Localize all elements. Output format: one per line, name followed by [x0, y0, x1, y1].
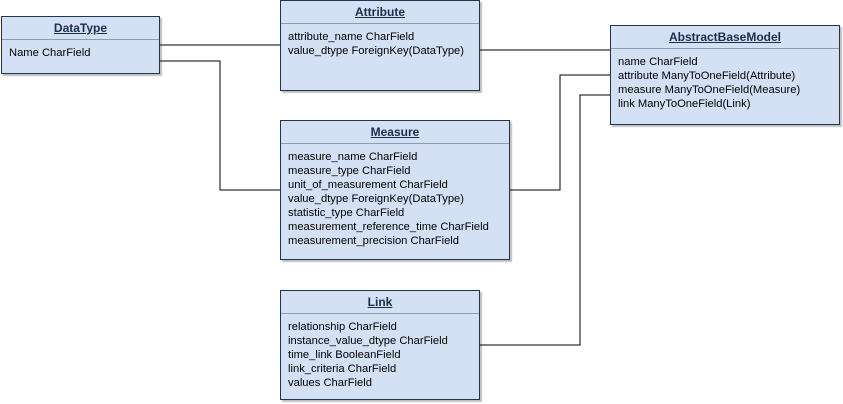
field-row: relationship CharField	[288, 321, 397, 333]
entity-fields: relationship CharField instance_value_dt…	[281, 314, 479, 390]
field-row: measure_type CharField	[288, 165, 411, 177]
connector-datatype-measure	[160, 60, 280, 191]
entity-title: Link	[281, 291, 479, 314]
field-row: name CharField	[618, 56, 698, 68]
entity-link[interactable]: Link relationship CharField instance_val…	[280, 290, 480, 400]
entity-title: DataType	[2, 17, 159, 40]
field-row: time_link BooleanField	[288, 349, 401, 361]
field-row: value_dtype ForeignKey(DataType)	[288, 193, 464, 205]
entity-fields: measure_name CharField measure_type Char…	[281, 144, 509, 248]
field-row: measure ManyToOneField(Measure)	[618, 84, 801, 96]
field-row: measurement_reference_time CharField	[288, 221, 489, 233]
entity-title: AbstractBaseModel	[611, 26, 839, 49]
entity-fields: attribute_name CharField value_dtype For…	[281, 24, 479, 58]
field-row: attribute ManyToOneField(Attribute)	[618, 70, 796, 82]
connector-measure-abstract	[510, 74, 610, 191]
entity-attribute[interactable]: Attribute attribute_name CharField value…	[280, 0, 480, 91]
entity-abstract-base-model[interactable]: AbstractBaseModel name CharField attribu…	[610, 25, 840, 125]
entity-title: Measure	[281, 121, 509, 144]
field-row: instance_value_dtype CharField	[288, 335, 448, 347]
field-row: link ManyToOneField(Link)	[618, 98, 751, 110]
field-row: link_criteria CharField	[288, 363, 397, 375]
entity-measure[interactable]: Measure measure_name CharField measure_t…	[280, 120, 510, 260]
field-row: values CharField	[288, 377, 372, 389]
field-row: Name CharField	[9, 47, 91, 59]
entity-fields: Name CharField	[2, 40, 159, 60]
entity-title: Attribute	[281, 1, 479, 24]
entity-fields: name CharField attribute ManyToOneField(…	[611, 49, 839, 111]
field-row: unit_of_measurement CharField	[288, 179, 448, 191]
field-row: attribute_name CharField	[288, 31, 415, 43]
entity-datatype[interactable]: DataType Name CharField	[1, 16, 160, 74]
field-row: measurement_precision CharField	[288, 235, 459, 247]
connector-link-abstract	[480, 94, 610, 346]
field-row: statistic_type CharField	[288, 207, 405, 219]
field-row: measure_name CharField	[288, 151, 418, 163]
field-row: value_dtype ForeignKey(DataType)	[288, 45, 464, 57]
